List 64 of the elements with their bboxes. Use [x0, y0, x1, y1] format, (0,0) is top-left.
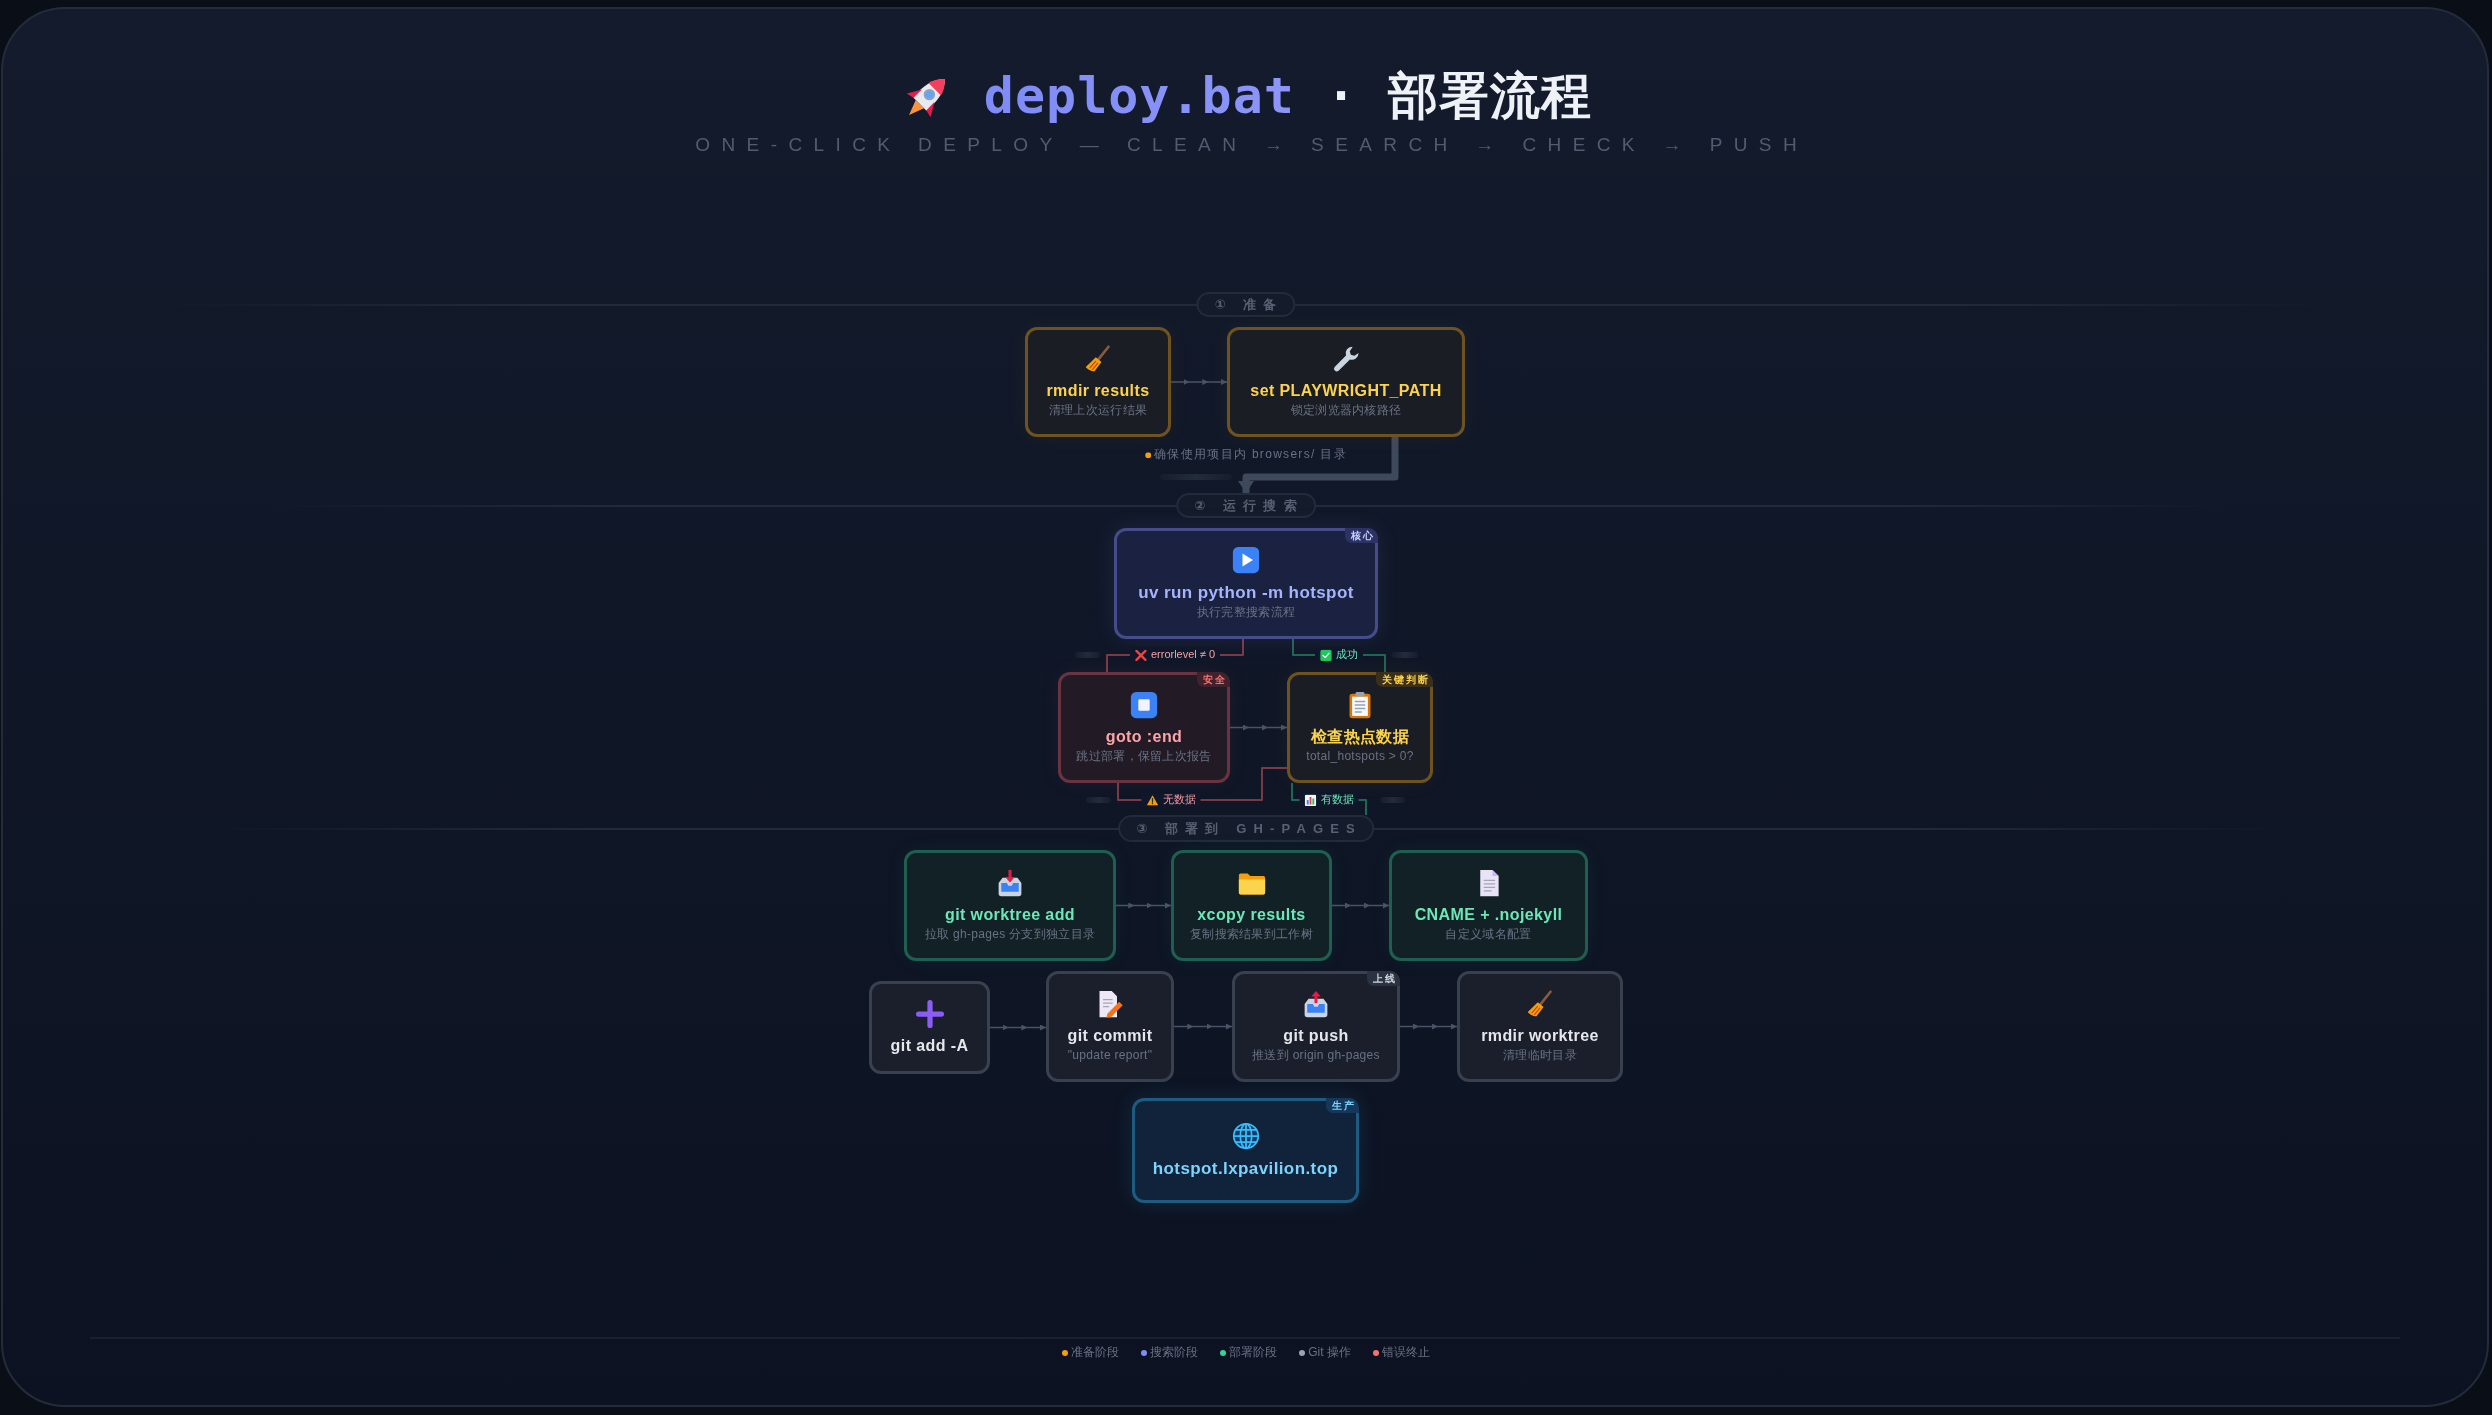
step-title: xcopy results — [1197, 904, 1306, 925]
section-heading: ③ 部署到 GH-PAGES — [1136, 820, 1362, 837]
step-description: 清理临时目录 — [1503, 1047, 1577, 1064]
step-card — [1389, 850, 1588, 961]
edge-label: 成功 — [1336, 648, 1358, 662]
step-description: 执行完整搜索流程 — [1196, 605, 1296, 621]
step-card — [1457, 971, 1623, 1082]
step-title: git commit — [1067, 1025, 1153, 1046]
arrow — [989, 1025, 1047, 1031]
arrow — [1170, 379, 1228, 385]
legend-label: Git 操作 — [1308, 1345, 1351, 1361]
step-card — [1227, 327, 1465, 437]
legend-label: 准备阶段 — [1071, 1345, 1120, 1361]
section-pill — [1176, 493, 1316, 518]
step-card — [869, 981, 990, 1074]
tag-badge: 生产 — [1326, 1098, 1359, 1113]
step-title: set PLAYWRIGHT_PATH — [1250, 381, 1442, 402]
note-text: 确保使用项目内 browsers/ 目录 — [1154, 447, 1347, 463]
step-description: 复制搜索结果到工作树 — [1190, 926, 1313, 943]
step-card — [1114, 528, 1378, 639]
section-heading: ② 运行搜索 — [1194, 497, 1304, 514]
legend-label: 部署阶段 — [1229, 1345, 1278, 1361]
step-title: git worktree add — [945, 904, 1075, 925]
step-card — [1171, 850, 1332, 961]
step-description: 自定义域名配置 — [1445, 926, 1532, 943]
step-description: 拉取 gh-pages 分支到独立目录 — [924, 926, 1096, 943]
step-card — [1287, 672, 1433, 783]
section-heading: ① 准备 — [1214, 296, 1284, 313]
step-card — [1058, 672, 1230, 783]
legend-label: 搜索阶段 — [1150, 1345, 1199, 1361]
step-title: uv run python -m hotspot — [1138, 582, 1354, 604]
page-subtitle: ONE-CLICK DEPLOY — CLEAN → SEARCH → CHECK → PUSH — [694, 134, 1809, 157]
legend-label: 错误终止 — [1381, 1345, 1430, 1361]
arrow — [1238, 437, 1399, 493]
step-title: CNAME + .nojekyll — [1414, 904, 1563, 925]
edge-label: 无数据 — [1162, 793, 1196, 807]
step-title: hotspot.lxpavilion.top — [1152, 1157, 1339, 1180]
arrow — [1331, 903, 1390, 909]
arrow — [1115, 903, 1172, 909]
step-description: total_hotspots > 0? — [1306, 748, 1414, 765]
tag-badge: 关键判断 — [1376, 672, 1433, 687]
tag-badge: 核心 — [1345, 528, 1378, 543]
step-title: git push — [1283, 1025, 1349, 1046]
step-description: "update report" — [1067, 1047, 1153, 1064]
step-title: goto :end — [1105, 726, 1183, 747]
section-pill — [1118, 815, 1374, 842]
arrow — [1173, 1024, 1233, 1030]
step-title: rmdir results — [1046, 381, 1150, 402]
arrow — [1229, 725, 1288, 731]
tag-badge: 上线 — [1367, 971, 1400, 986]
step-description: 推送到 origin gh-pages — [1252, 1047, 1380, 1064]
step-title: 检查热点数据 — [1310, 726, 1410, 747]
step-card — [1046, 971, 1174, 1082]
step-title: git add -A — [890, 1035, 969, 1056]
step-description: 锁定浏览器内核路径 — [1290, 403, 1402, 419]
step-title: rmdir worktree — [1481, 1025, 1599, 1046]
step-description: 跳过部署，保留上次报告 — [1076, 748, 1212, 765]
step-card — [1232, 971, 1400, 1082]
step-card — [1132, 1098, 1359, 1203]
step-description: 清理上次运行结果 — [1048, 403, 1148, 419]
arrow — [1399, 1024, 1458, 1030]
step-card — [1025, 327, 1171, 437]
tag-badge: 安全 — [1197, 672, 1230, 687]
step-card — [904, 850, 1116, 961]
